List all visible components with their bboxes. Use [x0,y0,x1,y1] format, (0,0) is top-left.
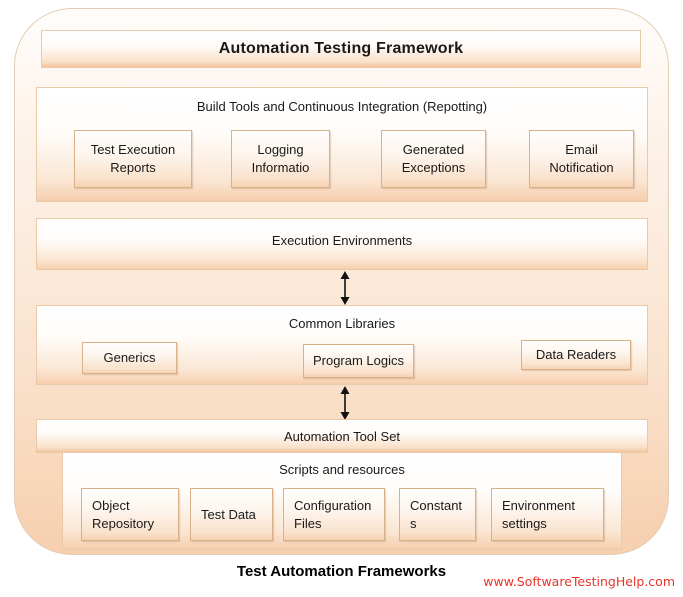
section-heading-build-tools: Build Tools and Continuous Integration (… [196,99,488,114]
section-automation-tool-set: Automation Tool Set [36,419,648,453]
box-label-line1: Constant [410,497,463,513]
section-heading-common-libraries: Common Libraries [288,316,396,331]
box-label-line2: Exceptions [401,160,466,175]
section-heading-scripts-and-resources: Scripts and resources [279,462,405,477]
framework-outer-container: Automation Testing Framework Build Tools… [14,8,669,555]
box-label-line1: Data Readers [535,347,617,363]
section-scripts-and-resources: Scripts and resources Object Repository … [62,453,622,550]
box-generics: Generics [82,342,177,374]
box-label-line1: Generated [402,142,465,158]
framework-title-bar: Automation Testing Framework [41,30,641,68]
section-build-tools: Build Tools and Continuous Integration (… [36,87,648,202]
box-email-notification: Email Notification [529,130,634,188]
watermark-url: www.SoftwareTestingHelp.com [483,574,675,589]
box-label-line2: Notification [549,160,614,175]
box-label-line1: Test Execution [90,142,176,158]
box-label-line1: Environment [502,497,575,513]
section-heading-automation-tool-set: Automation Tool Set [283,428,401,444]
box-environment-settings: Environment settings [491,488,604,541]
page-title: Automation Testing Framework [218,40,464,57]
box-constants: Constant s [399,488,476,541]
box-label-line1: Email [565,142,598,158]
box-program-logics: Program Logics [303,344,414,378]
box-label-line1: Logging [257,142,304,158]
box-logging-information: Logging Informatio [231,130,330,188]
box-label-line1: Configuration [294,497,372,513]
box-label-line2: settings [502,515,547,531]
box-data-readers: Data Readers [521,340,631,370]
box-label-line2: Informatio [251,160,310,175]
box-label-line1: Generics [103,350,156,366]
box-label-line2: s [410,515,417,531]
arrow-libs-to-toolset-icon [338,386,352,420]
box-test-data: Test Data [190,488,273,541]
box-label-line2: Repository [92,515,155,531]
box-label-line1: Object [92,497,130,513]
arrow-exec-to-libs-icon [338,271,352,305]
box-label-line1: Program Logics [312,353,405,369]
box-test-execution-reports: Test Execution Reports [74,130,192,188]
box-label-line2: Files [294,515,322,531]
section-execution-environments: Execution Environments [36,218,648,270]
box-label-line1: Test Data [201,506,256,522]
section-heading-execution-environments: Execution Environments [271,233,413,248]
section-common-libraries: Common Libraries Generics Program Logics… [36,305,648,385]
box-configuration-files: Configuration Files [283,488,385,541]
box-label-line2: Reports [110,160,156,175]
box-generated-exceptions: Generated Exceptions [381,130,486,188]
box-object-repository: Object Repository [81,488,179,541]
figure-caption: Test Automation Frameworks [236,563,447,580]
